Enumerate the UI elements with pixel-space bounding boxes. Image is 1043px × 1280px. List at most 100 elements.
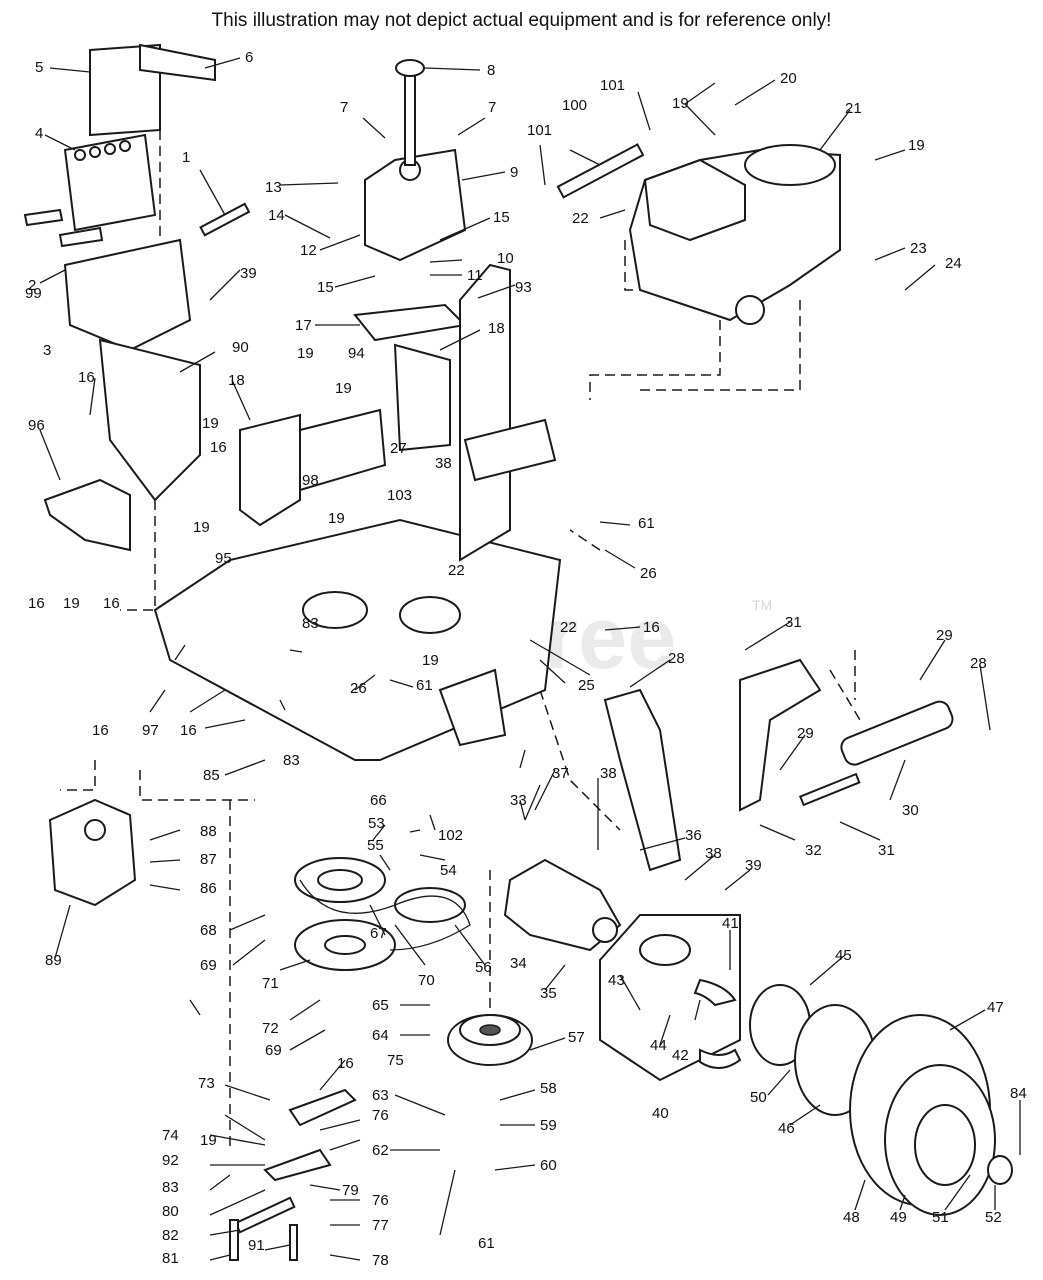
callout-16g: 16 xyxy=(180,722,197,739)
cylinder-part xyxy=(799,700,954,807)
callout-66: 66 xyxy=(370,792,387,809)
hydro-pump-part xyxy=(48,798,137,907)
callout-38b: 38 xyxy=(600,765,617,782)
fuel-tank-part xyxy=(364,59,467,262)
callout-87: 87 xyxy=(200,851,217,868)
callout-3: 3 xyxy=(43,342,51,359)
callout-30: 30 xyxy=(902,802,919,819)
callout-1: 1 xyxy=(182,149,190,166)
frame-brackets-part xyxy=(43,338,507,747)
callout-39: 39 xyxy=(240,265,257,282)
callout-93: 93 xyxy=(515,279,532,296)
callout-60: 60 xyxy=(540,1157,557,1174)
callout-42: 42 xyxy=(672,1047,689,1064)
callout-78: 78 xyxy=(372,1252,389,1269)
hydro-motor-part xyxy=(503,858,622,952)
callout-19b: 19 xyxy=(335,380,352,397)
callout-103: 103 xyxy=(387,487,412,504)
callout-16h: 16 xyxy=(337,1055,354,1072)
callout-41: 41 xyxy=(722,915,739,932)
callout-44: 44 xyxy=(650,1037,667,1054)
callout-67: 67 xyxy=(370,925,387,942)
callout-61b: 61 xyxy=(416,677,433,694)
callout-57: 57 xyxy=(568,1029,585,1046)
callout-19g: 19 xyxy=(422,652,439,669)
callout-101b: 101 xyxy=(527,122,552,139)
callout-85: 85 xyxy=(203,767,220,784)
callout-2: 2 xyxy=(28,277,36,294)
callout-63: 63 xyxy=(372,1087,389,1104)
callout-39b: 39 xyxy=(745,857,762,874)
callout-7b: 7 xyxy=(488,99,496,116)
callout-19a: 19 xyxy=(297,345,314,362)
callout-15: 15 xyxy=(493,209,510,226)
callout-labels: 1 2 3 4 5 6 7 7 8 9 10 11 12 13 14 15 15… xyxy=(25,49,1027,1269)
callout-29b: 29 xyxy=(797,725,814,742)
callout-16d: 16 xyxy=(103,595,120,612)
callout-86: 86 xyxy=(200,880,217,897)
callout-19e: 19 xyxy=(193,519,210,536)
callout-10: 10 xyxy=(497,250,514,267)
lever-assembly-part xyxy=(603,658,822,872)
callout-33: 33 xyxy=(510,792,527,809)
callout-19f: 19 xyxy=(63,595,80,612)
callout-89: 89 xyxy=(45,952,62,969)
callout-6: 6 xyxy=(245,49,253,66)
callout-70: 70 xyxy=(418,972,435,989)
callout-90: 90 xyxy=(232,339,249,356)
battery-cover-part xyxy=(89,43,216,137)
callout-43: 43 xyxy=(608,972,625,989)
callout-23: 23 xyxy=(910,240,927,257)
callout-20: 20 xyxy=(780,70,797,87)
callout-65: 65 xyxy=(372,997,389,1014)
reference-notice: This illustration may not depict actual … xyxy=(211,10,832,31)
assembly-dashed-lines xyxy=(60,130,861,1150)
callout-40: 40 xyxy=(652,1105,669,1122)
callout-91: 91 xyxy=(248,1237,265,1254)
callout-16f: 16 xyxy=(92,722,109,739)
callout-84: 84 xyxy=(1010,1085,1027,1102)
callout-59: 59 xyxy=(540,1117,557,1134)
callout-69b: 69 xyxy=(265,1042,282,1059)
callout-50: 50 xyxy=(750,1089,767,1106)
callout-76: 76 xyxy=(372,1107,389,1124)
callout-19c: 19 xyxy=(202,415,219,432)
callout-72: 72 xyxy=(262,1020,279,1037)
callout-15b: 15 xyxy=(317,279,334,296)
callout-102: 102 xyxy=(438,827,463,844)
callout-26: 26 xyxy=(640,565,657,582)
callout-19d: 19 xyxy=(328,510,345,527)
callout-37: 37 xyxy=(552,765,569,782)
callout-96: 96 xyxy=(28,417,45,434)
callout-5: 5 xyxy=(35,59,43,76)
callout-16e: 16 xyxy=(643,619,660,636)
pulley-belt-part xyxy=(294,857,471,971)
callout-51: 51 xyxy=(932,1209,949,1226)
callout-101: 101 xyxy=(600,77,625,94)
callout-35: 35 xyxy=(540,985,557,1002)
callout-77: 77 xyxy=(372,1217,389,1234)
callout-13: 13 xyxy=(265,179,282,196)
callout-79: 79 xyxy=(342,1182,359,1199)
callout-55: 55 xyxy=(367,837,384,854)
callout-18b: 18 xyxy=(228,372,245,389)
callout-74: 74 xyxy=(162,1127,179,1144)
callout-25: 25 xyxy=(578,677,595,694)
callout-9: 9 xyxy=(510,164,518,181)
callout-58: 58 xyxy=(540,1080,557,1097)
callout-28b: 28 xyxy=(970,655,987,672)
callout-54: 54 xyxy=(440,862,457,879)
callout-7: 7 xyxy=(340,99,348,116)
callout-69: 69 xyxy=(200,957,217,974)
callout-95: 95 xyxy=(215,550,232,567)
callout-97: 97 xyxy=(142,722,159,739)
callout-61c: 61 xyxy=(478,1235,495,1252)
callout-32: 32 xyxy=(805,842,822,859)
callout-16b: 16 xyxy=(210,439,227,456)
idler-arm-part xyxy=(229,1088,357,1261)
callout-31: 31 xyxy=(785,614,802,631)
watermark-tm: TM xyxy=(752,597,772,613)
tank-bracket-part xyxy=(353,303,468,342)
battery-part xyxy=(63,133,157,232)
